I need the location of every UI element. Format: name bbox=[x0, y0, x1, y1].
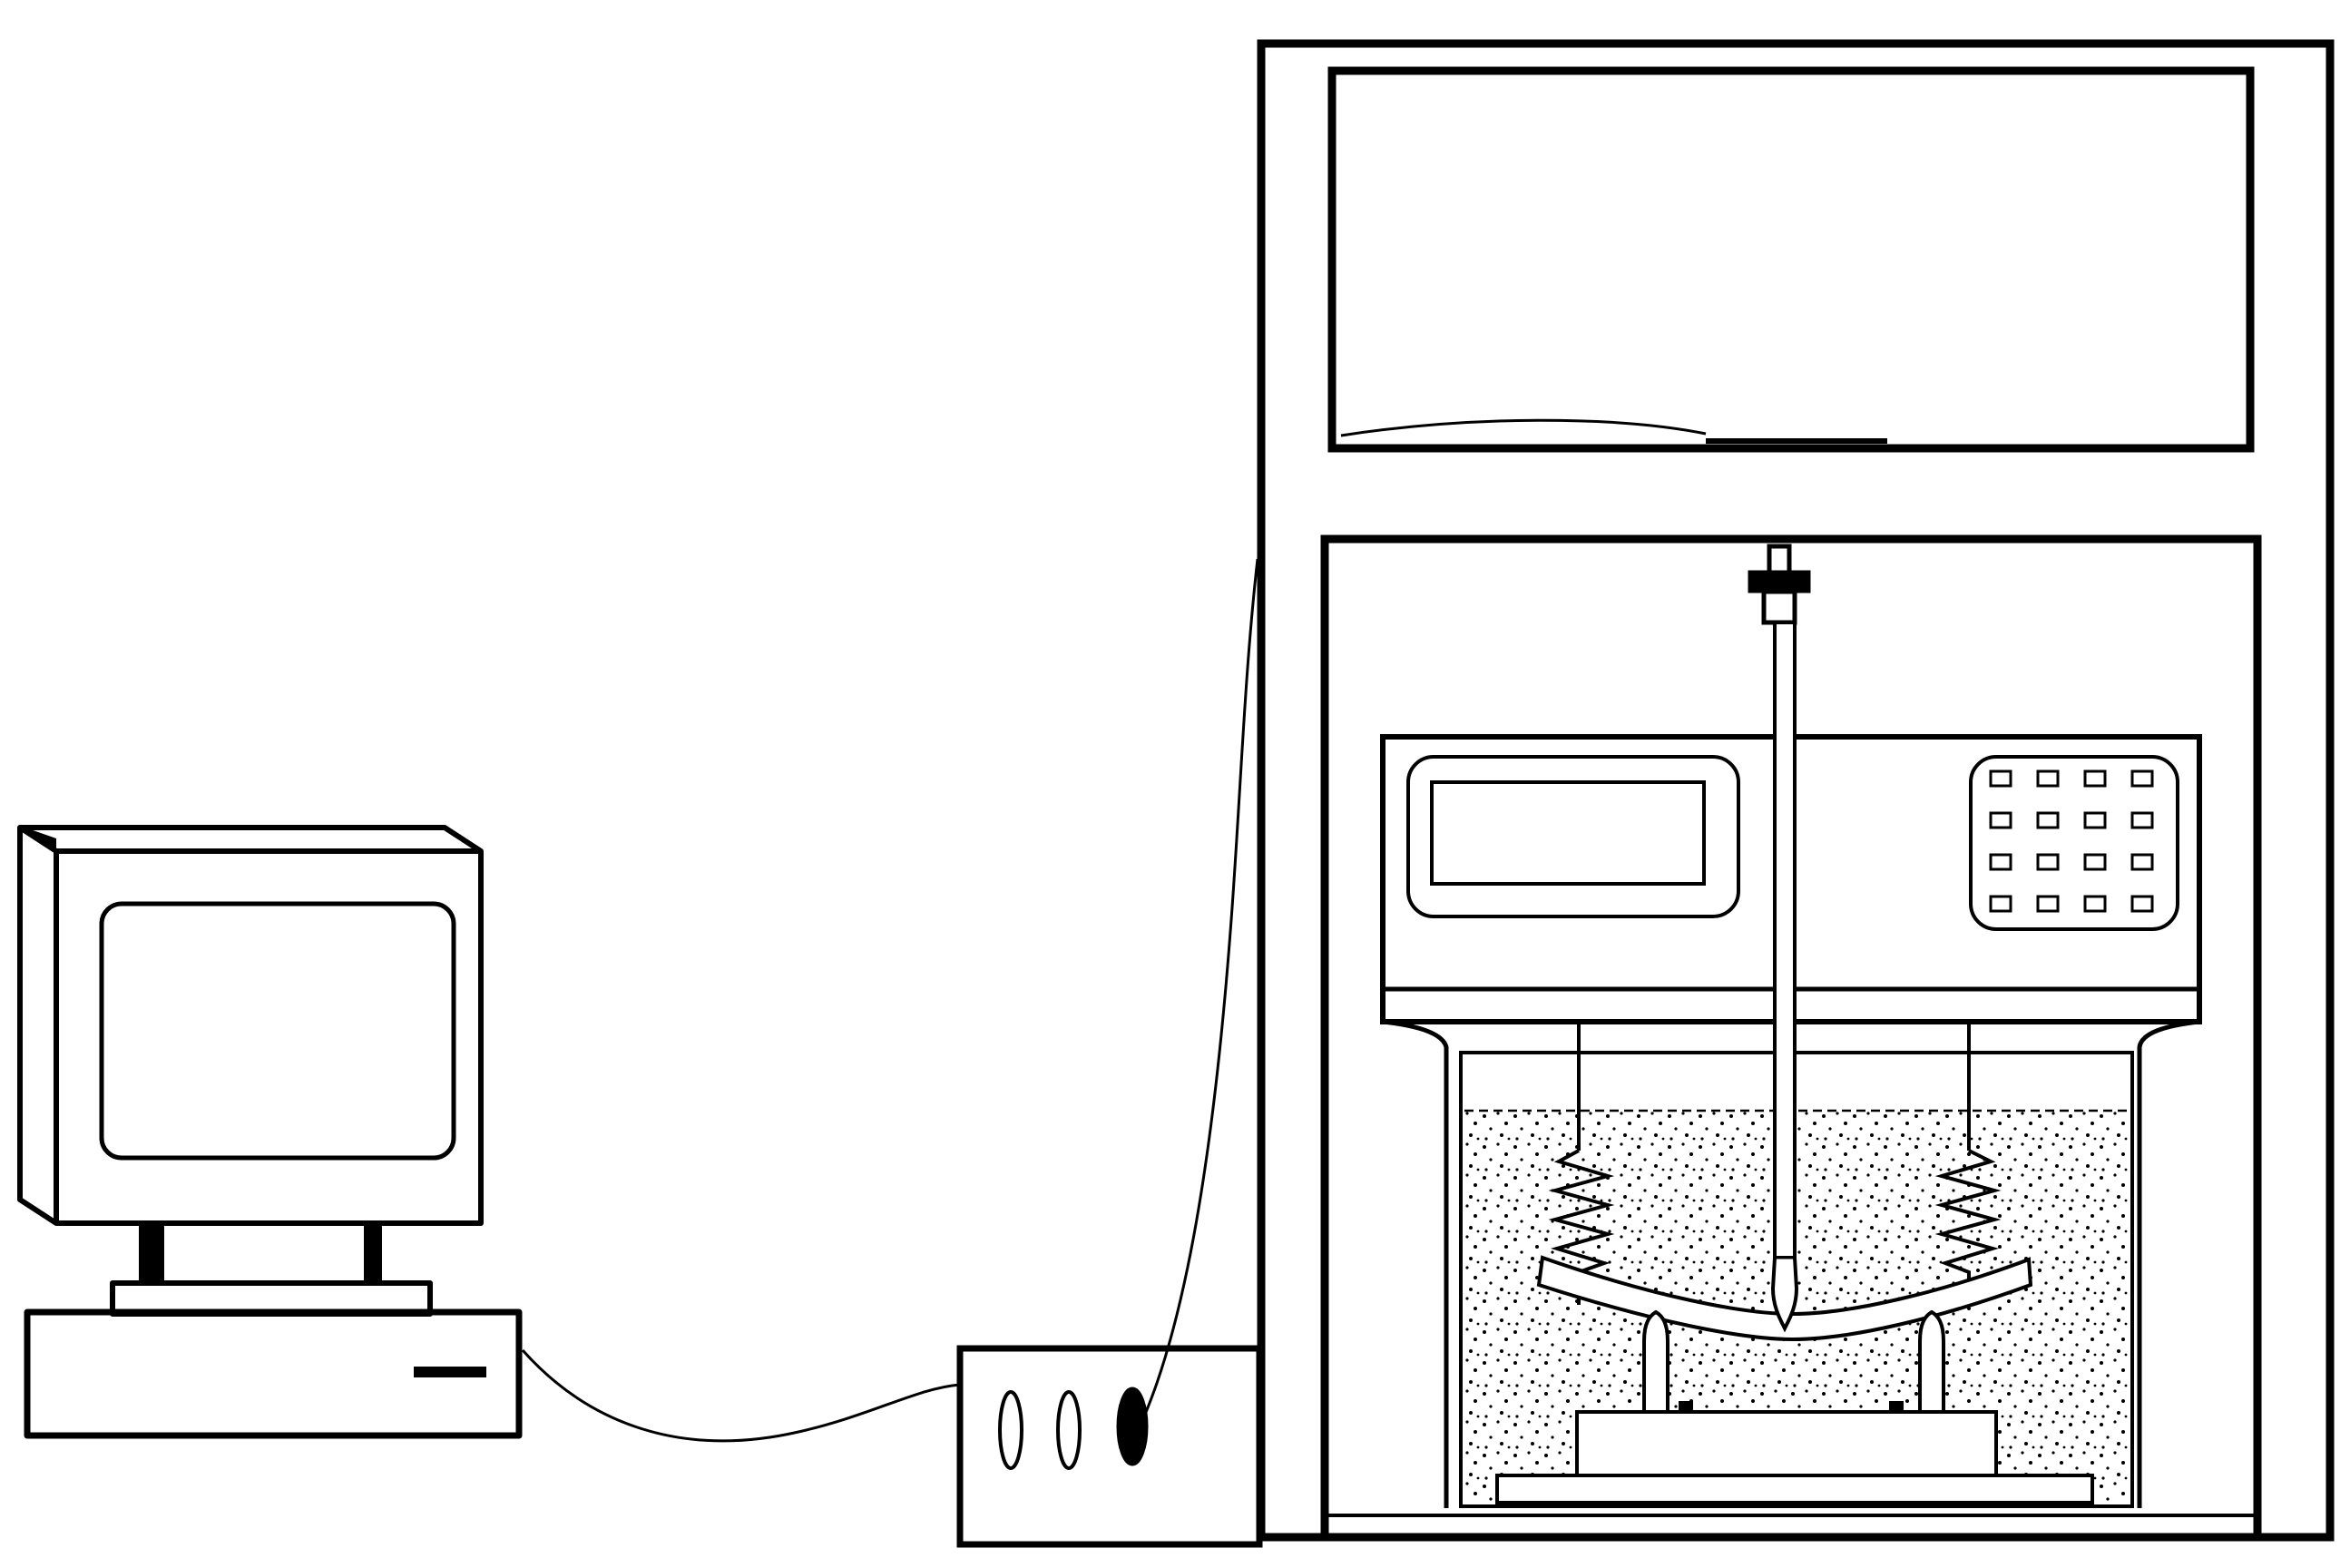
probe-rod bbox=[1770, 621, 1799, 1333]
system-unit bbox=[24, 1308, 523, 1439]
port-oval-1 bbox=[998, 1390, 1023, 1470]
keypad-key bbox=[1989, 769, 2012, 788]
lcd-display bbox=[1430, 780, 1706, 886]
keypad-key bbox=[1989, 895, 2012, 913]
drive-slot bbox=[414, 1367, 486, 1377]
computer-to-interface-cable bbox=[521, 1349, 961, 1443]
test-cabinet bbox=[1257, 39, 2335, 1542]
keypad-key bbox=[1989, 853, 2012, 871]
top-window bbox=[1327, 66, 2255, 453]
keypad-key bbox=[2036, 811, 2060, 829]
keypad-key bbox=[2036, 895, 2060, 913]
keypad-key bbox=[2083, 769, 2107, 788]
keypad-key bbox=[2083, 853, 2107, 871]
keypad bbox=[1969, 755, 2179, 931]
interface-box bbox=[956, 1345, 1263, 1548]
monitor bbox=[17, 825, 484, 1226]
keypad-key bbox=[2083, 895, 2107, 913]
keypad-key bbox=[2130, 853, 2154, 871]
monitor-stand bbox=[110, 1224, 433, 1317]
supports bbox=[1642, 1309, 1945, 1414]
springs bbox=[1548, 1022, 2002, 1305]
keypad-key bbox=[2083, 811, 2107, 829]
interface-to-cabinet-cable bbox=[1140, 558, 1259, 1424]
computer bbox=[17, 825, 523, 1439]
monitor-screen bbox=[99, 901, 456, 1161]
keypad-key bbox=[1989, 811, 2012, 829]
base-platform bbox=[1495, 1410, 2094, 1504]
keypad-keys bbox=[1989, 769, 2154, 913]
port-filled bbox=[1116, 1387, 1149, 1466]
keypad-key bbox=[2130, 769, 2154, 788]
probe-clamp bbox=[1748, 544, 1811, 625]
lcd-display-bezel bbox=[1406, 755, 1740, 918]
keypad-key bbox=[2130, 811, 2154, 829]
lower-chamber bbox=[1320, 534, 2262, 1542]
keypad-key bbox=[2036, 853, 2060, 871]
port-oval-2 bbox=[1056, 1390, 1082, 1470]
keypad-key bbox=[2130, 895, 2154, 913]
keypad-key bbox=[2036, 769, 2060, 788]
